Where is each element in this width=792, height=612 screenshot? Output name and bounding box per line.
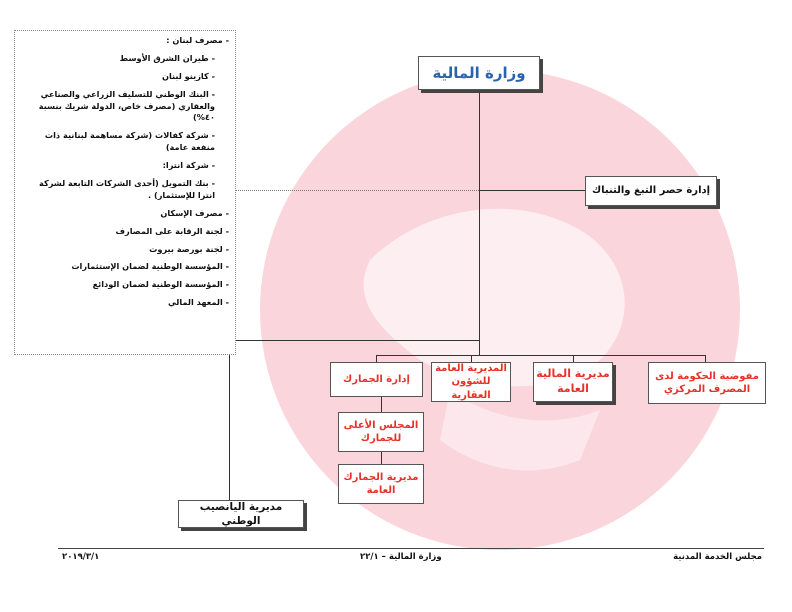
side-panel-connector (236, 190, 479, 191)
affiliated-institutions-panel: - مصرف لبنان : - طيران الشرق الأوسط - كا… (14, 30, 236, 355)
side-connector (479, 190, 585, 191)
list-item: - المؤسسة الوطنية لضمان الإستثمارات (71, 261, 229, 272)
general-customs-directorate-box[interactable]: مديرية الجمارك العامة (338, 464, 424, 504)
supreme-customs-council-box[interactable]: المجلس الأعلى للجمارك (338, 412, 424, 452)
level2-drop-3 (471, 355, 472, 362)
list-item: - لجنة الرقابة على المصارف (115, 225, 230, 236)
tobacco-regie-box[interactable]: إدارة حصر التبغ والتنباك (585, 176, 717, 206)
level2-bus (376, 355, 706, 356)
list-item: - طيران الشرق الأوسط (119, 52, 215, 63)
footer-council: مجلس الخدمة المدنية (673, 552, 762, 562)
real-estate-directorate-box[interactable]: المديرية العامة للشؤون العقارية (431, 362, 511, 402)
list-item: - بنك التمويل (أحدى الشركات التابعة لشرك… (38, 178, 215, 200)
watermark-emblem (260, 70, 740, 550)
level2-drop-1 (705, 355, 706, 362)
central-bank-commission-box[interactable]: مفوضية الحكومة لدى المصرف المركزي (648, 362, 766, 404)
lottery-connector-h (229, 340, 479, 341)
list-item: - شركة انترا: (162, 160, 215, 171)
list-item: - المعهد المالي (167, 297, 229, 308)
footer-date: ٢٠١٩/٣/١ (62, 552, 100, 562)
level2-drop-2 (573, 355, 574, 362)
list-item: - مصرف الإسكان (160, 207, 229, 218)
list-item: - كازينو لبنان (161, 70, 215, 81)
customs-child-connector-2 (381, 452, 382, 464)
general-finance-directorate-box[interactable]: مديرية المالية العامة (533, 362, 613, 402)
ministry-of-finance-box[interactable]: وزارة المالية (418, 56, 540, 90)
national-lottery-box[interactable]: مديرية اليانصيب الوطني (178, 500, 304, 528)
level2-drop-4 (376, 355, 377, 362)
customs-administration-box[interactable]: إدارة الجمارك (330, 362, 423, 397)
list-item: - المؤسسة الوطنية لضمان الودائع (92, 279, 229, 290)
list-item: - شركة كفالات (شركة مساهمة لبنانية ذات م… (44, 130, 215, 153)
customs-child-connector (381, 397, 382, 412)
list-item: - مصرف لبنان : (166, 35, 229, 45)
footer-page-ref: وزارة المالية – ٢٢/١ (360, 552, 442, 562)
root-connector (479, 90, 480, 355)
list-item: - البنك الوطني للتسليف الزراعي والصناعي … (38, 88, 215, 123)
footer-divider (58, 548, 764, 549)
list-item: - لجنة بورصة بيروت (149, 243, 229, 254)
lottery-connector-v (229, 340, 230, 500)
